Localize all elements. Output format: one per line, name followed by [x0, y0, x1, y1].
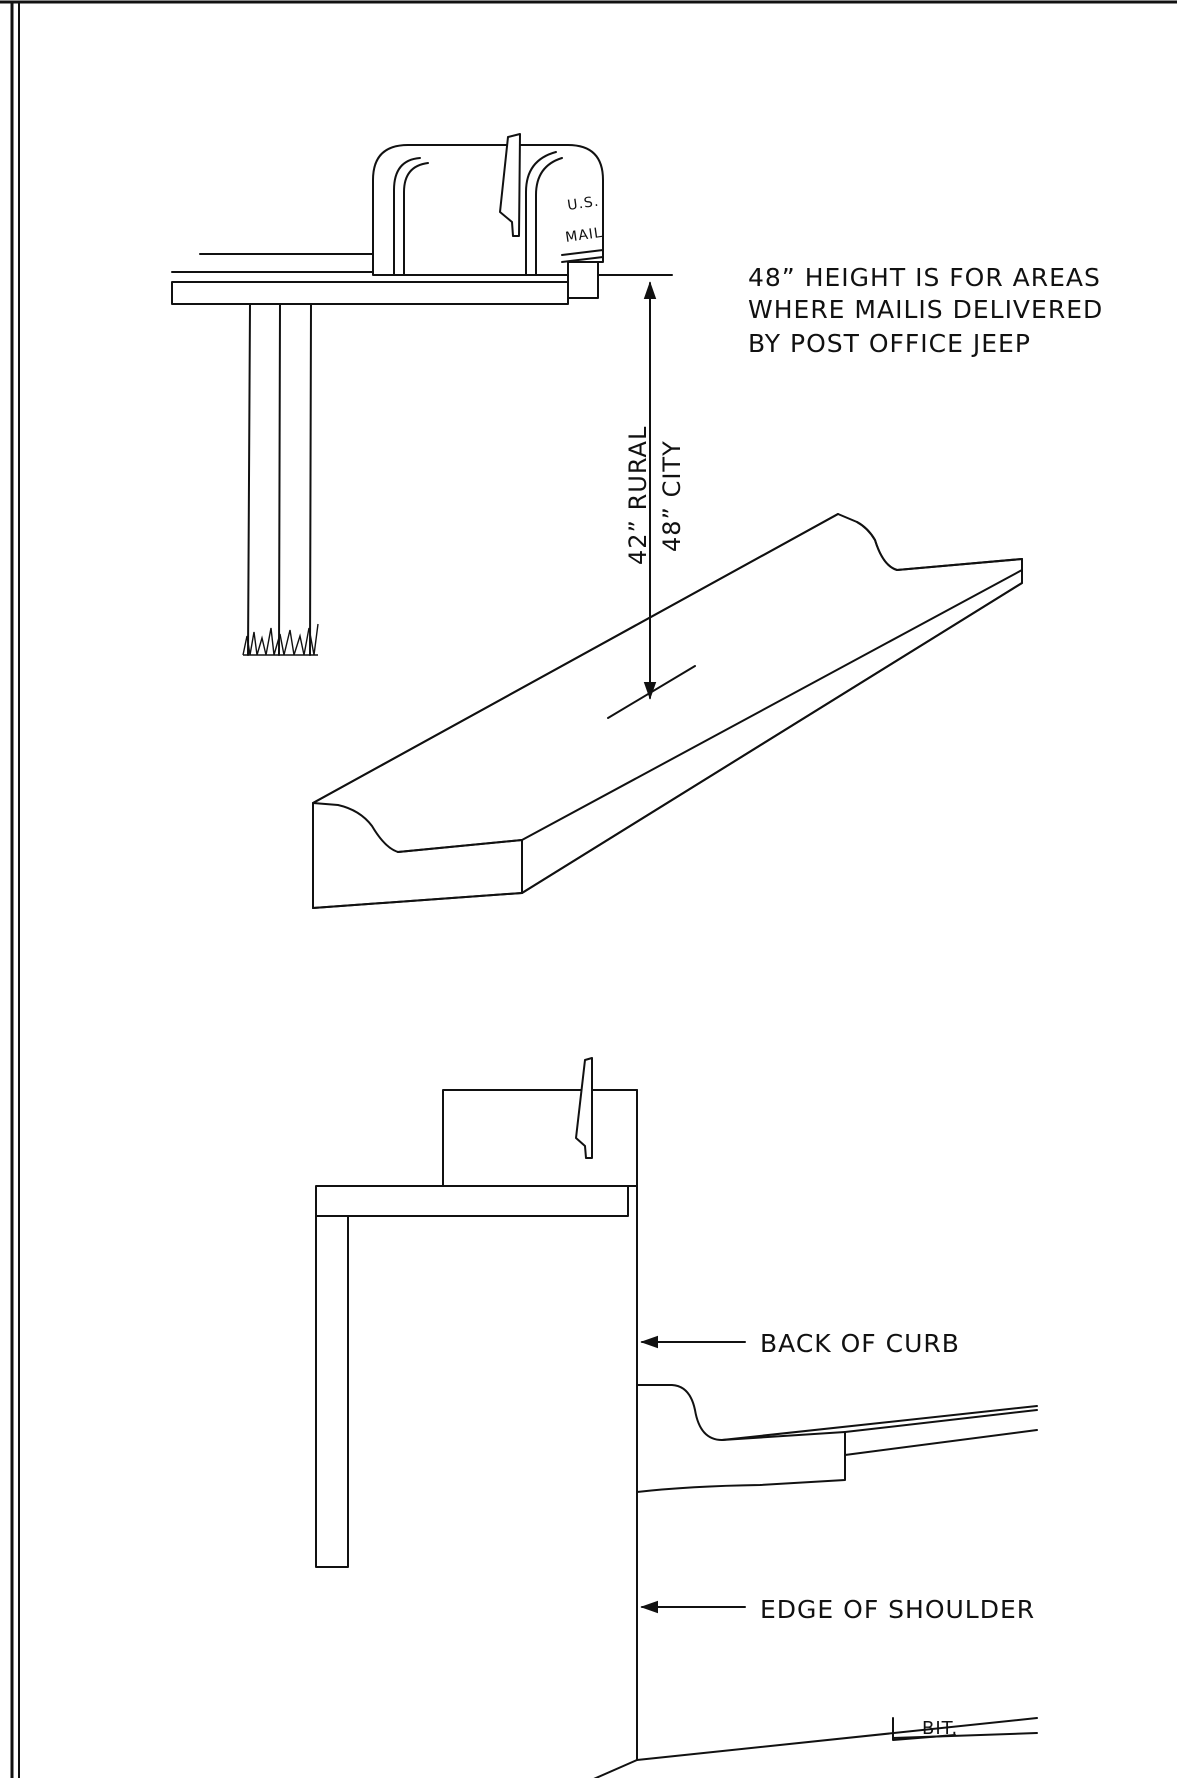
side-elevation-view: BACK OF CURB EDGE OF SHOULDER BIT.	[315, 1057, 1038, 1783]
post-side	[315, 1204, 349, 1568]
note-line3: BY POST OFFICE JEEP	[748, 329, 1031, 358]
note-line1: 48” HEIGHT IS FOR AREAS	[748, 263, 1101, 292]
mailbox-label-line2: MAIL	[564, 225, 603, 246]
dimension-rural: 42” RURAL	[624, 426, 652, 565]
callout-back-of-curb: BACK OF CURB	[640, 1329, 960, 1358]
mailbox-post	[242, 303, 319, 656]
height-note: 48” HEIGHT IS FOR AREAS WHERE MAILIS DEL…	[748, 263, 1103, 358]
note-line2: WHERE MAILIS DELIVERED	[748, 295, 1103, 324]
bit-label: BIT.	[922, 1718, 958, 1739]
curb-perspective	[312, 513, 1023, 909]
back-of-curb-label: BACK OF CURB	[760, 1329, 960, 1358]
mailbox: U.S. MAIL	[372, 133, 604, 276]
edge-of-shoulder-label: EDGE OF SHOULDER	[760, 1595, 1035, 1624]
mailbox-label-line1: U.S.	[566, 194, 600, 214]
height-dimension: 42” RURAL 48” CITY	[624, 281, 686, 700]
board-side	[315, 1185, 629, 1217]
ground-shoulder	[582, 1717, 1038, 1783]
mailbox-flag	[499, 133, 521, 237]
mailbox-perspective-view: U.S. MAIL 42” RURAL 48” CITY 48” HEIGHT …	[171, 133, 1103, 909]
callout-edge-of-shoulder: EDGE OF SHOULDER	[640, 1595, 1035, 1624]
mounting-board	[171, 253, 673, 305]
curb-profile	[636, 1384, 1038, 1493]
dimension-city: 48” CITY	[658, 440, 686, 552]
mailbox-flag-side	[575, 1057, 593, 1159]
mailbox-side	[442, 1089, 638, 1187]
